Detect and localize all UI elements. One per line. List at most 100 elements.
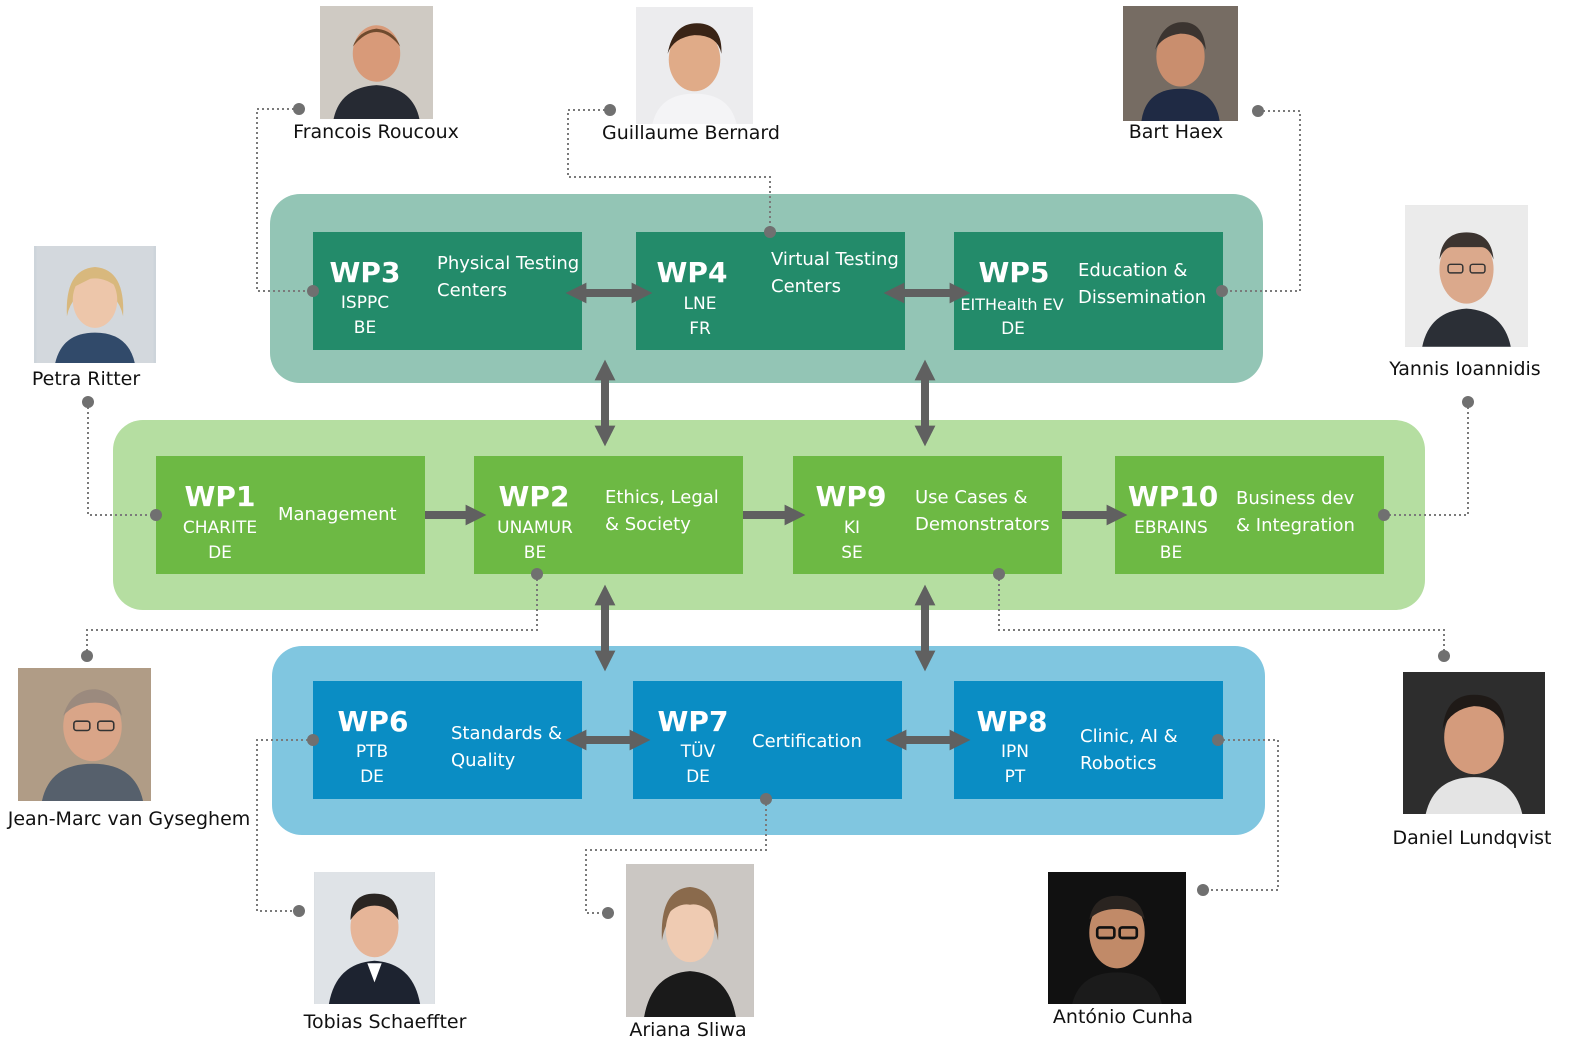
wp5-country: DE	[1001, 319, 1025, 339]
wp1-title: Management	[278, 504, 397, 525]
photo-guillaume	[636, 7, 753, 124]
wp2-country: BE	[523, 543, 547, 563]
wp10-title: Business dev & Integration	[1236, 488, 1355, 536]
connector-dot	[1462, 396, 1474, 408]
wp3-country: BE	[353, 318, 377, 338]
connector-dot	[993, 568, 1005, 580]
name-daniel: Daniel Lundqvist	[1392, 827, 1552, 849]
photo-jeanmarc	[18, 668, 151, 801]
connector-jeanmarc-wp2	[86, 574, 538, 656]
wp6-title: Standards & Quality	[451, 723, 563, 771]
connector-dot	[293, 103, 305, 115]
wp2-org: UNAMUR	[497, 518, 573, 538]
wp8-country: PT	[1004, 767, 1026, 787]
name-ariana: Ariana Sliwa	[629, 1019, 747, 1041]
wp4-code: WP4	[656, 256, 728, 289]
wp3-org: ISPPC	[340, 293, 390, 313]
connector-daniel-wp9	[998, 574, 1445, 656]
connector-dot	[764, 226, 776, 238]
wp9-org: KI	[843, 518, 861, 538]
name-bart: Bart Haex	[1128, 121, 1224, 143]
photo-petra	[34, 246, 156, 363]
name-francois: Francois Roucoux	[293, 121, 459, 143]
photo-bart	[1123, 6, 1238, 121]
connector-yannis-wp10	[1384, 402, 1469, 516]
wp4-title: Virtual Testing Centers	[771, 249, 899, 297]
wp1-code: WP1	[184, 480, 256, 513]
wp7-title: Certification	[752, 731, 862, 752]
photo-tobias	[314, 872, 435, 1004]
wp4-country: FR	[689, 319, 711, 339]
wp8-title: Clinic, AI & Robotics	[1080, 726, 1178, 774]
wp8-box[interactable]: WP8 IPN PT Clinic, AI & Robotics	[954, 681, 1223, 799]
name-yannis: Yannis Ioannidis	[1389, 358, 1541, 380]
connector-tobias-wp6	[256, 739, 313, 912]
wp5-title: Education & Dissemination	[1078, 260, 1207, 308]
connector-dot	[293, 905, 305, 917]
wp10-org: EBRAINS	[1134, 518, 1208, 538]
wp8-code: WP8	[976, 705, 1048, 738]
connector-dot	[307, 734, 319, 746]
wp3-title: Physical Testing Centers	[437, 253, 580, 301]
name-guillaume: Guillaume Bernard	[602, 122, 780, 144]
wp5-box[interactable]: WP5 EITHealth EV DE Education & Dissemin…	[954, 232, 1223, 350]
wp6-org: PTB	[355, 742, 389, 762]
wp5-code: WP5	[978, 256, 1050, 289]
wp2-box[interactable]: WP2 UNAMUR BE Ethics, Legal & Society	[474, 456, 743, 574]
wp10-box[interactable]: WP10 EBRAINS BE Business dev & Integrati…	[1115, 456, 1384, 574]
connector-dot	[760, 793, 772, 805]
connector-dot	[1378, 509, 1390, 521]
wp6-box[interactable]: WP6 PTB DE Standards & Quality	[313, 681, 582, 799]
connector-dot	[150, 509, 162, 521]
connector-dot	[1438, 650, 1450, 662]
wp1-country: DE	[208, 543, 232, 563]
photo-antonio	[1048, 872, 1186, 1004]
wp10-country: BE	[1159, 543, 1183, 563]
wp5-org: EITHealth EV	[960, 295, 1064, 314]
name-antonio: António Cunha	[1052, 1006, 1194, 1028]
wp9-title: Use Cases & Demonstrators	[915, 487, 1050, 535]
connector-dot	[1216, 285, 1228, 297]
wp9-code: WP9	[815, 480, 887, 513]
photo-yannis	[1405, 205, 1528, 347]
wp7-org: TÜV	[680, 742, 716, 762]
connector-dot	[1252, 105, 1264, 117]
wp7-code: WP7	[657, 705, 729, 738]
wp2-title: Ethics, Legal & Society	[605, 487, 719, 535]
wp7-country: DE	[686, 767, 710, 787]
wp10-code: WP10	[1127, 480, 1219, 513]
connector-dot	[82, 396, 94, 408]
connector-petra-wp1	[87, 402, 156, 516]
connector-ariana-wp7	[585, 799, 767, 914]
connector-francois-wp3	[256, 108, 313, 292]
connector-dot	[1197, 884, 1209, 896]
photo-francois	[320, 6, 433, 119]
wp2-code: WP2	[498, 480, 570, 513]
photo-ariana	[626, 864, 754, 1017]
connector-dot	[602, 907, 614, 919]
name-jeanmarc: Jean-Marc van Gyseghem	[7, 808, 251, 830]
connector-dot	[81, 650, 93, 662]
wp9-box[interactable]: WP9 KI SE Use Cases & Demonstrators	[793, 456, 1062, 574]
connector-antonio-wp8	[1203, 739, 1279, 891]
wp9-country: SE	[841, 543, 863, 563]
connector-dot	[604, 104, 616, 116]
connector-dot	[307, 285, 319, 297]
wp1-org: CHARITE	[182, 518, 258, 538]
wp3-box[interactable]: WP3 ISPPC BE Physical Testing Centers	[313, 232, 582, 350]
wp6-code: WP6	[337, 705, 409, 738]
wp7-box[interactable]: WP7 TÜV DE Certification	[633, 681, 902, 799]
wp3-code: WP3	[329, 256, 401, 289]
name-petra: Petra Ritter	[31, 368, 141, 390]
photo-daniel	[1403, 672, 1545, 814]
wp8-org: IPN	[1001, 742, 1029, 762]
wp4-box[interactable]: WP4 LNE FR Virtual Testing Centers	[636, 232, 905, 350]
name-tobias: Tobias Schaeffter	[303, 1011, 467, 1033]
connector-bart-wp5	[1222, 110, 1301, 292]
wp1-box[interactable]: WP1 CHARITE DE Management	[156, 456, 425, 574]
connector-dot	[531, 568, 543, 580]
wp4-org: LNE	[683, 294, 717, 314]
wp6-country: DE	[360, 767, 384, 787]
connector-dot	[1212, 734, 1224, 746]
